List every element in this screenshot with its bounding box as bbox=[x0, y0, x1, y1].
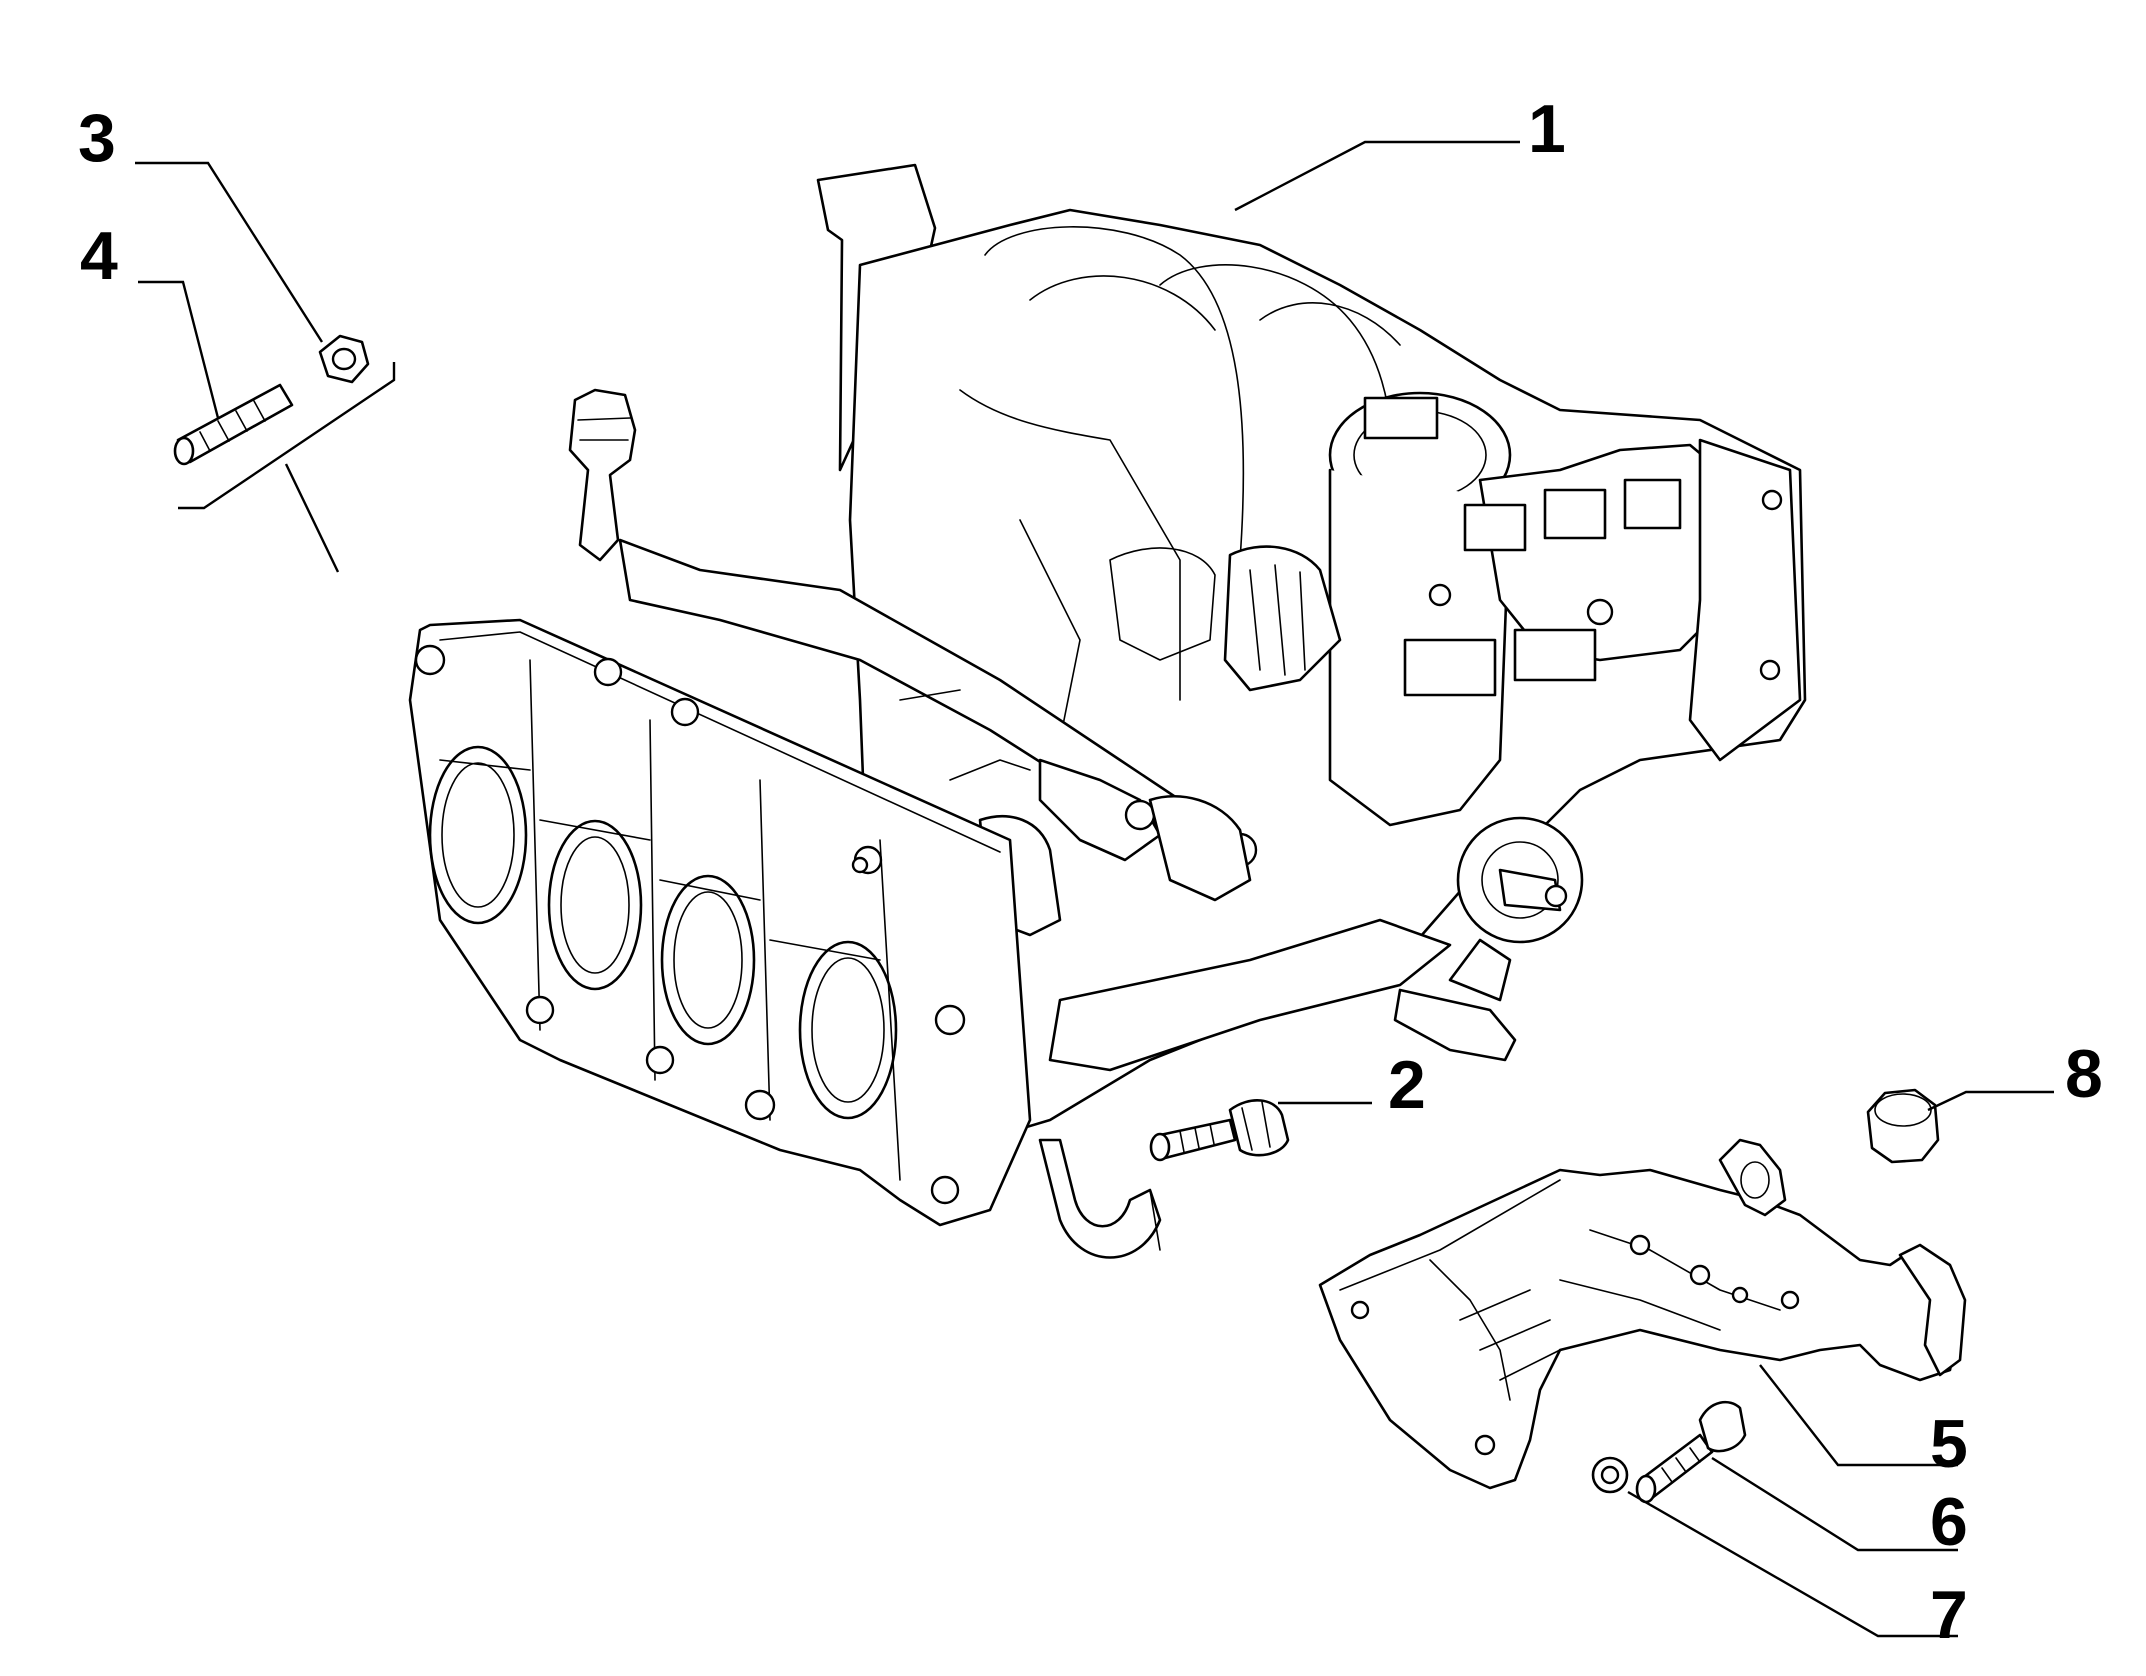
leader-6 bbox=[1711, 1456, 1958, 1552]
callout-1: 1 bbox=[1528, 91, 1566, 167]
callout-labels: 1 2 3 4 5 6 7 8 bbox=[78, 91, 2103, 1653]
leader-4 bbox=[138, 280, 220, 419]
callout-2: 2 bbox=[1388, 1047, 1426, 1123]
callout-7: 7 bbox=[1930, 1577, 1968, 1653]
washer-7 bbox=[1591, 1456, 1629, 1494]
callout-6: 6 bbox=[1930, 1484, 1968, 1560]
bolt-2 bbox=[1149, 1099, 1290, 1162]
nut-8 bbox=[1866, 1088, 1940, 1164]
stud-4 bbox=[173, 383, 294, 466]
callout-4: 4 bbox=[80, 218, 118, 294]
nut-3 bbox=[318, 334, 370, 384]
callout-5: 5 bbox=[1930, 1406, 1968, 1482]
bracket-5 bbox=[1318, 1138, 1967, 1490]
callout-3: 3 bbox=[78, 100, 116, 176]
leader-bracket-3-4 bbox=[178, 362, 396, 573]
leader-5 bbox=[1759, 1364, 1958, 1467]
leader-7 bbox=[1627, 1490, 1958, 1638]
leader-3 bbox=[135, 161, 324, 343]
bolt-6 bbox=[1635, 1400, 1747, 1504]
leader-1 bbox=[1234, 140, 1520, 212]
leader-lines bbox=[135, 140, 2054, 1638]
intake-manifold-part bbox=[408, 163, 1807, 1259]
leader-8 bbox=[1927, 1090, 2054, 1112]
callout-8: 8 bbox=[2065, 1036, 2103, 1112]
